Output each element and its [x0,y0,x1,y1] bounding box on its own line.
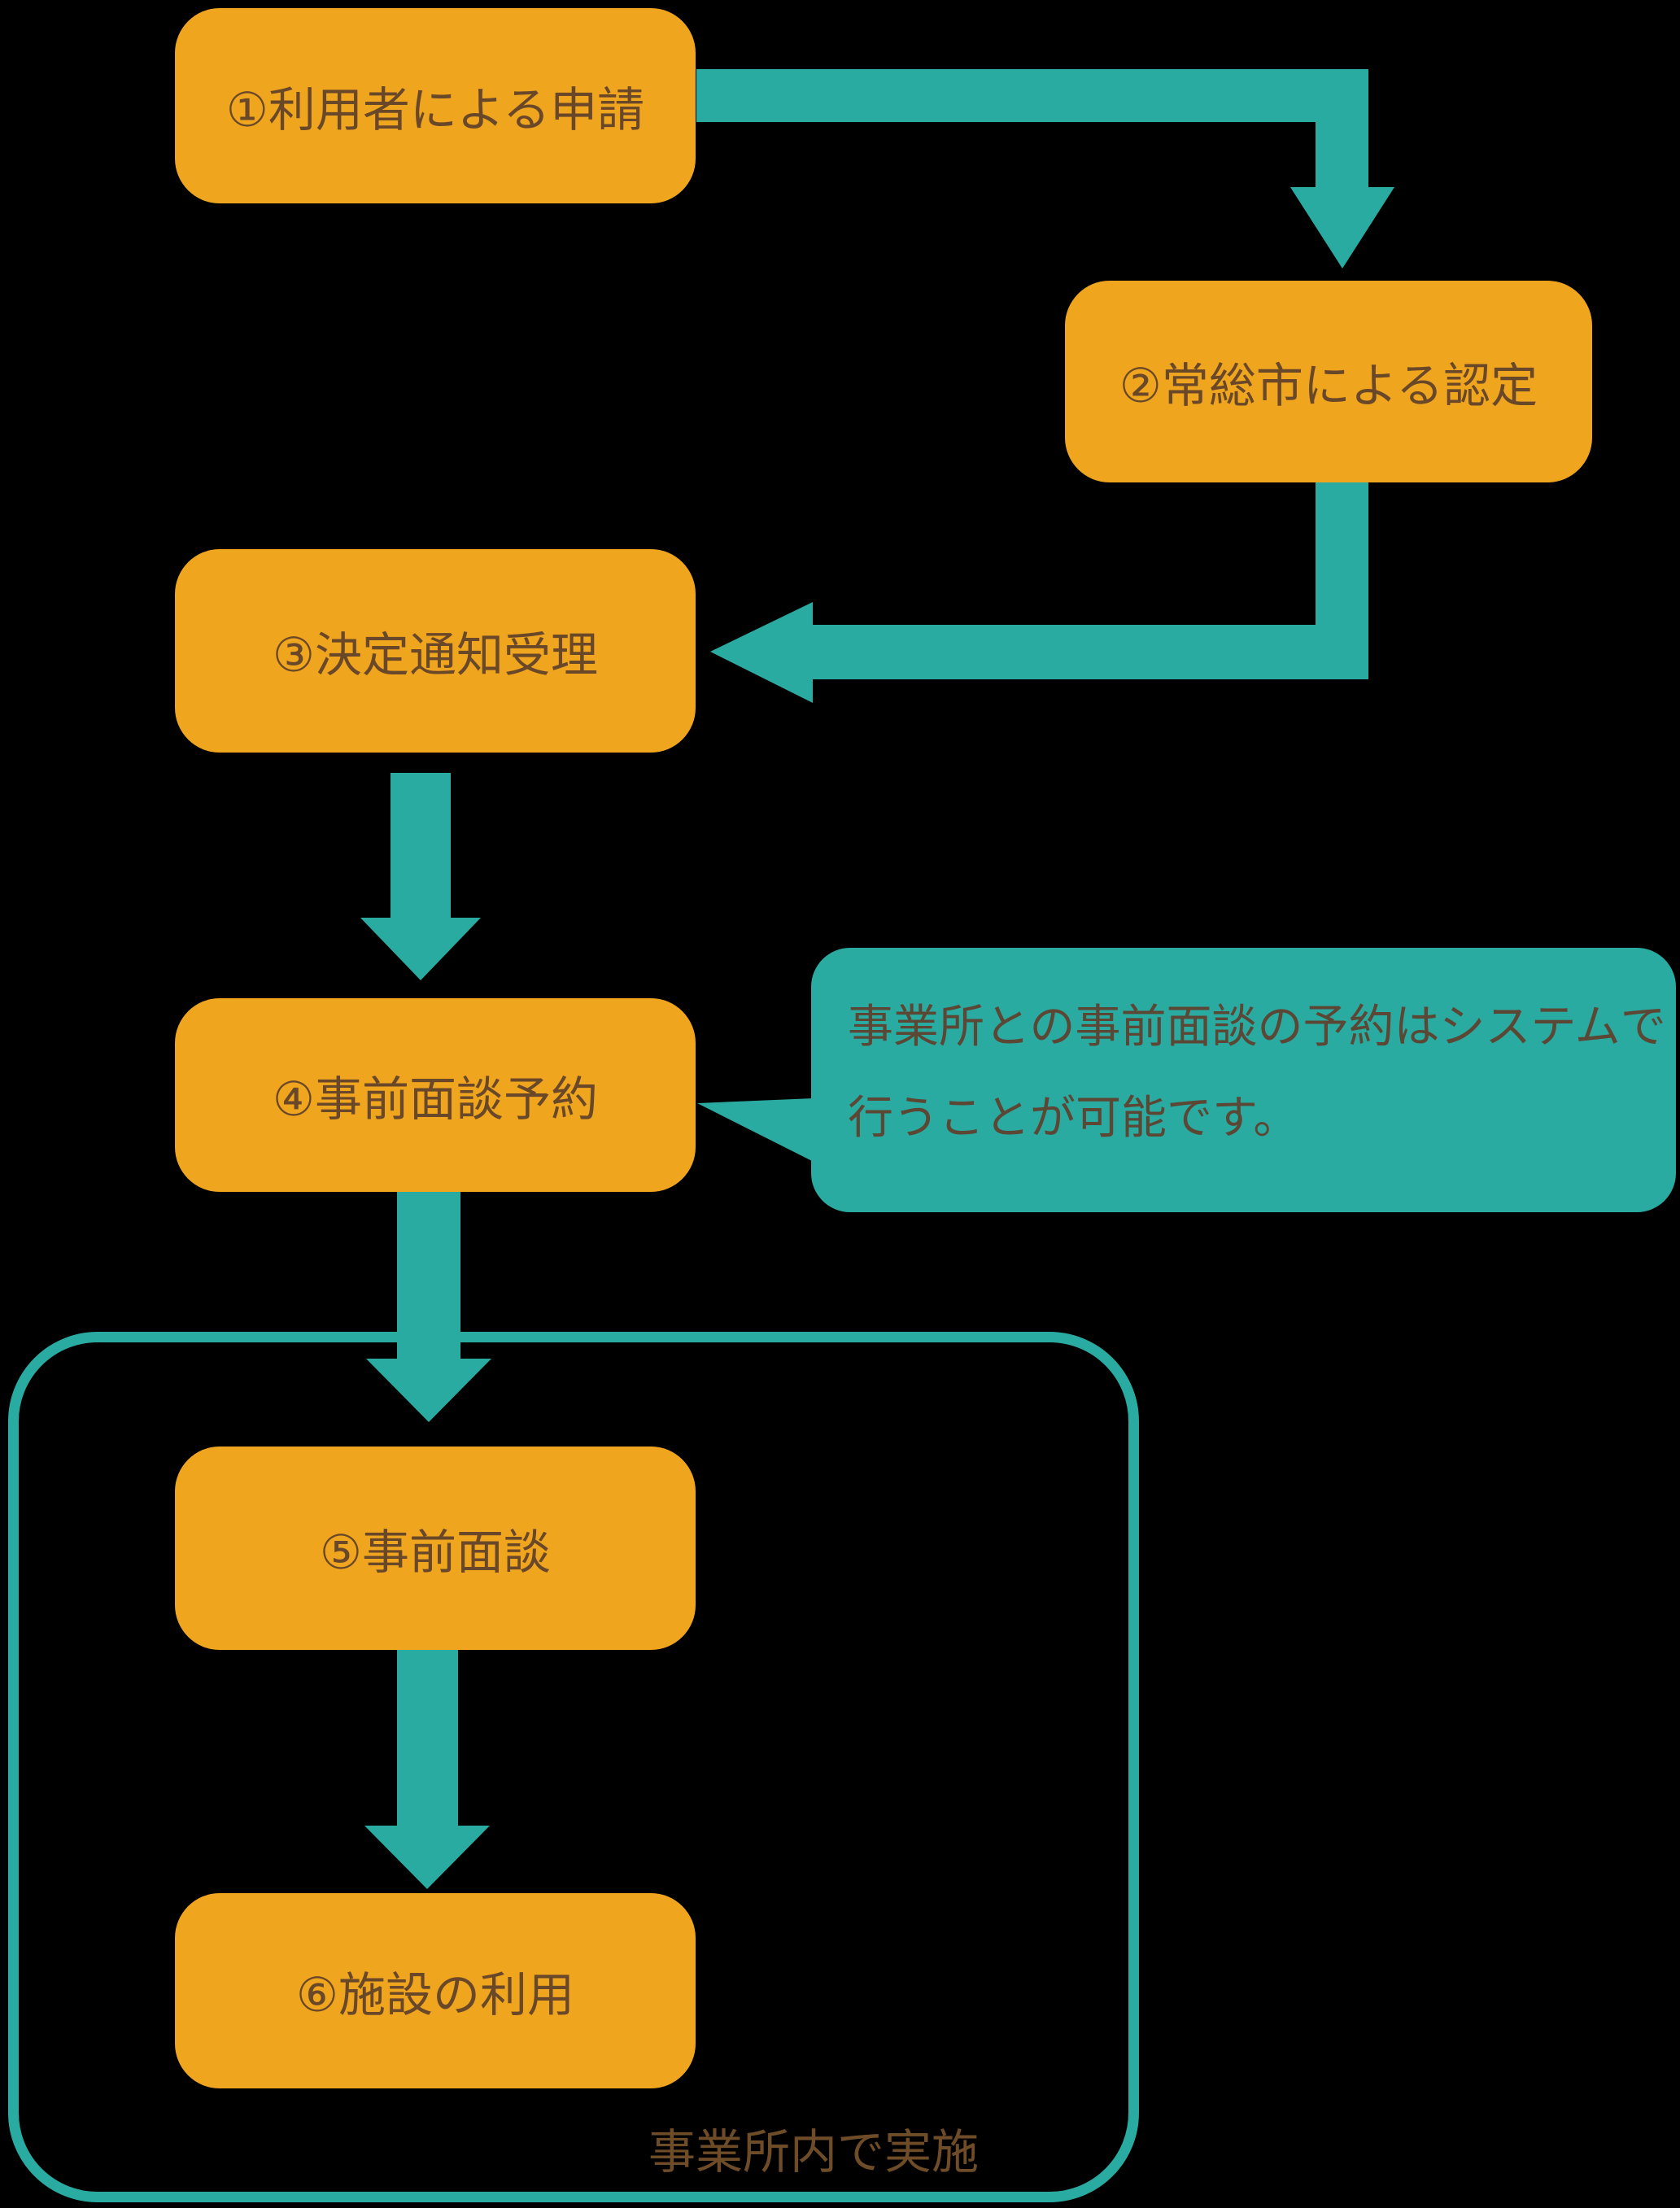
arrow-step4-to-step5 [366,1192,491,1422]
step-box-5: ⑤事前面談 [175,1447,696,1650]
step-6-label: ⑥施設の利用 [296,1969,574,2022]
step-1-label: ①利用者による申請 [225,84,645,137]
callout-line-1: 事業所との事前面談の予約はシステムで [848,1001,1666,1052]
step-box-4: ④事前面談予約 [175,998,696,1192]
step-5-label: ⑤事前面談 [320,1526,551,1579]
callout-tail [697,1098,814,1162]
arrow-step1-to-step2 [696,69,1394,268]
step-box-1: ①利用者による申請 [175,8,696,203]
arrow-step5-to-step6 [364,1650,490,1889]
step-4-label: ④事前面談予約 [273,1073,598,1126]
step-2-label: ②常総市による認定 [1119,360,1538,412]
callout-bubble: 事業所との事前面談の予約はシステムで 行うことが可能です。 [811,948,1676,1212]
step-box-2: ②常総市による認定 [1065,281,1592,482]
step-box-6: ⑥施設の利用 [175,1893,696,2088]
step-box-3: ③決定通知受理 [175,549,696,753]
callout-line-2: 行うことが可能です。 [848,1092,1299,1143]
arrow-step3-to-step4 [360,773,481,980]
step-3-label: ③決定通知受理 [273,629,598,682]
office-zone-label: 事業所内で実施 [648,2126,979,2179]
office-zone-outline [8,1332,1139,2202]
arrow-step2-to-step3 [710,482,1368,703]
